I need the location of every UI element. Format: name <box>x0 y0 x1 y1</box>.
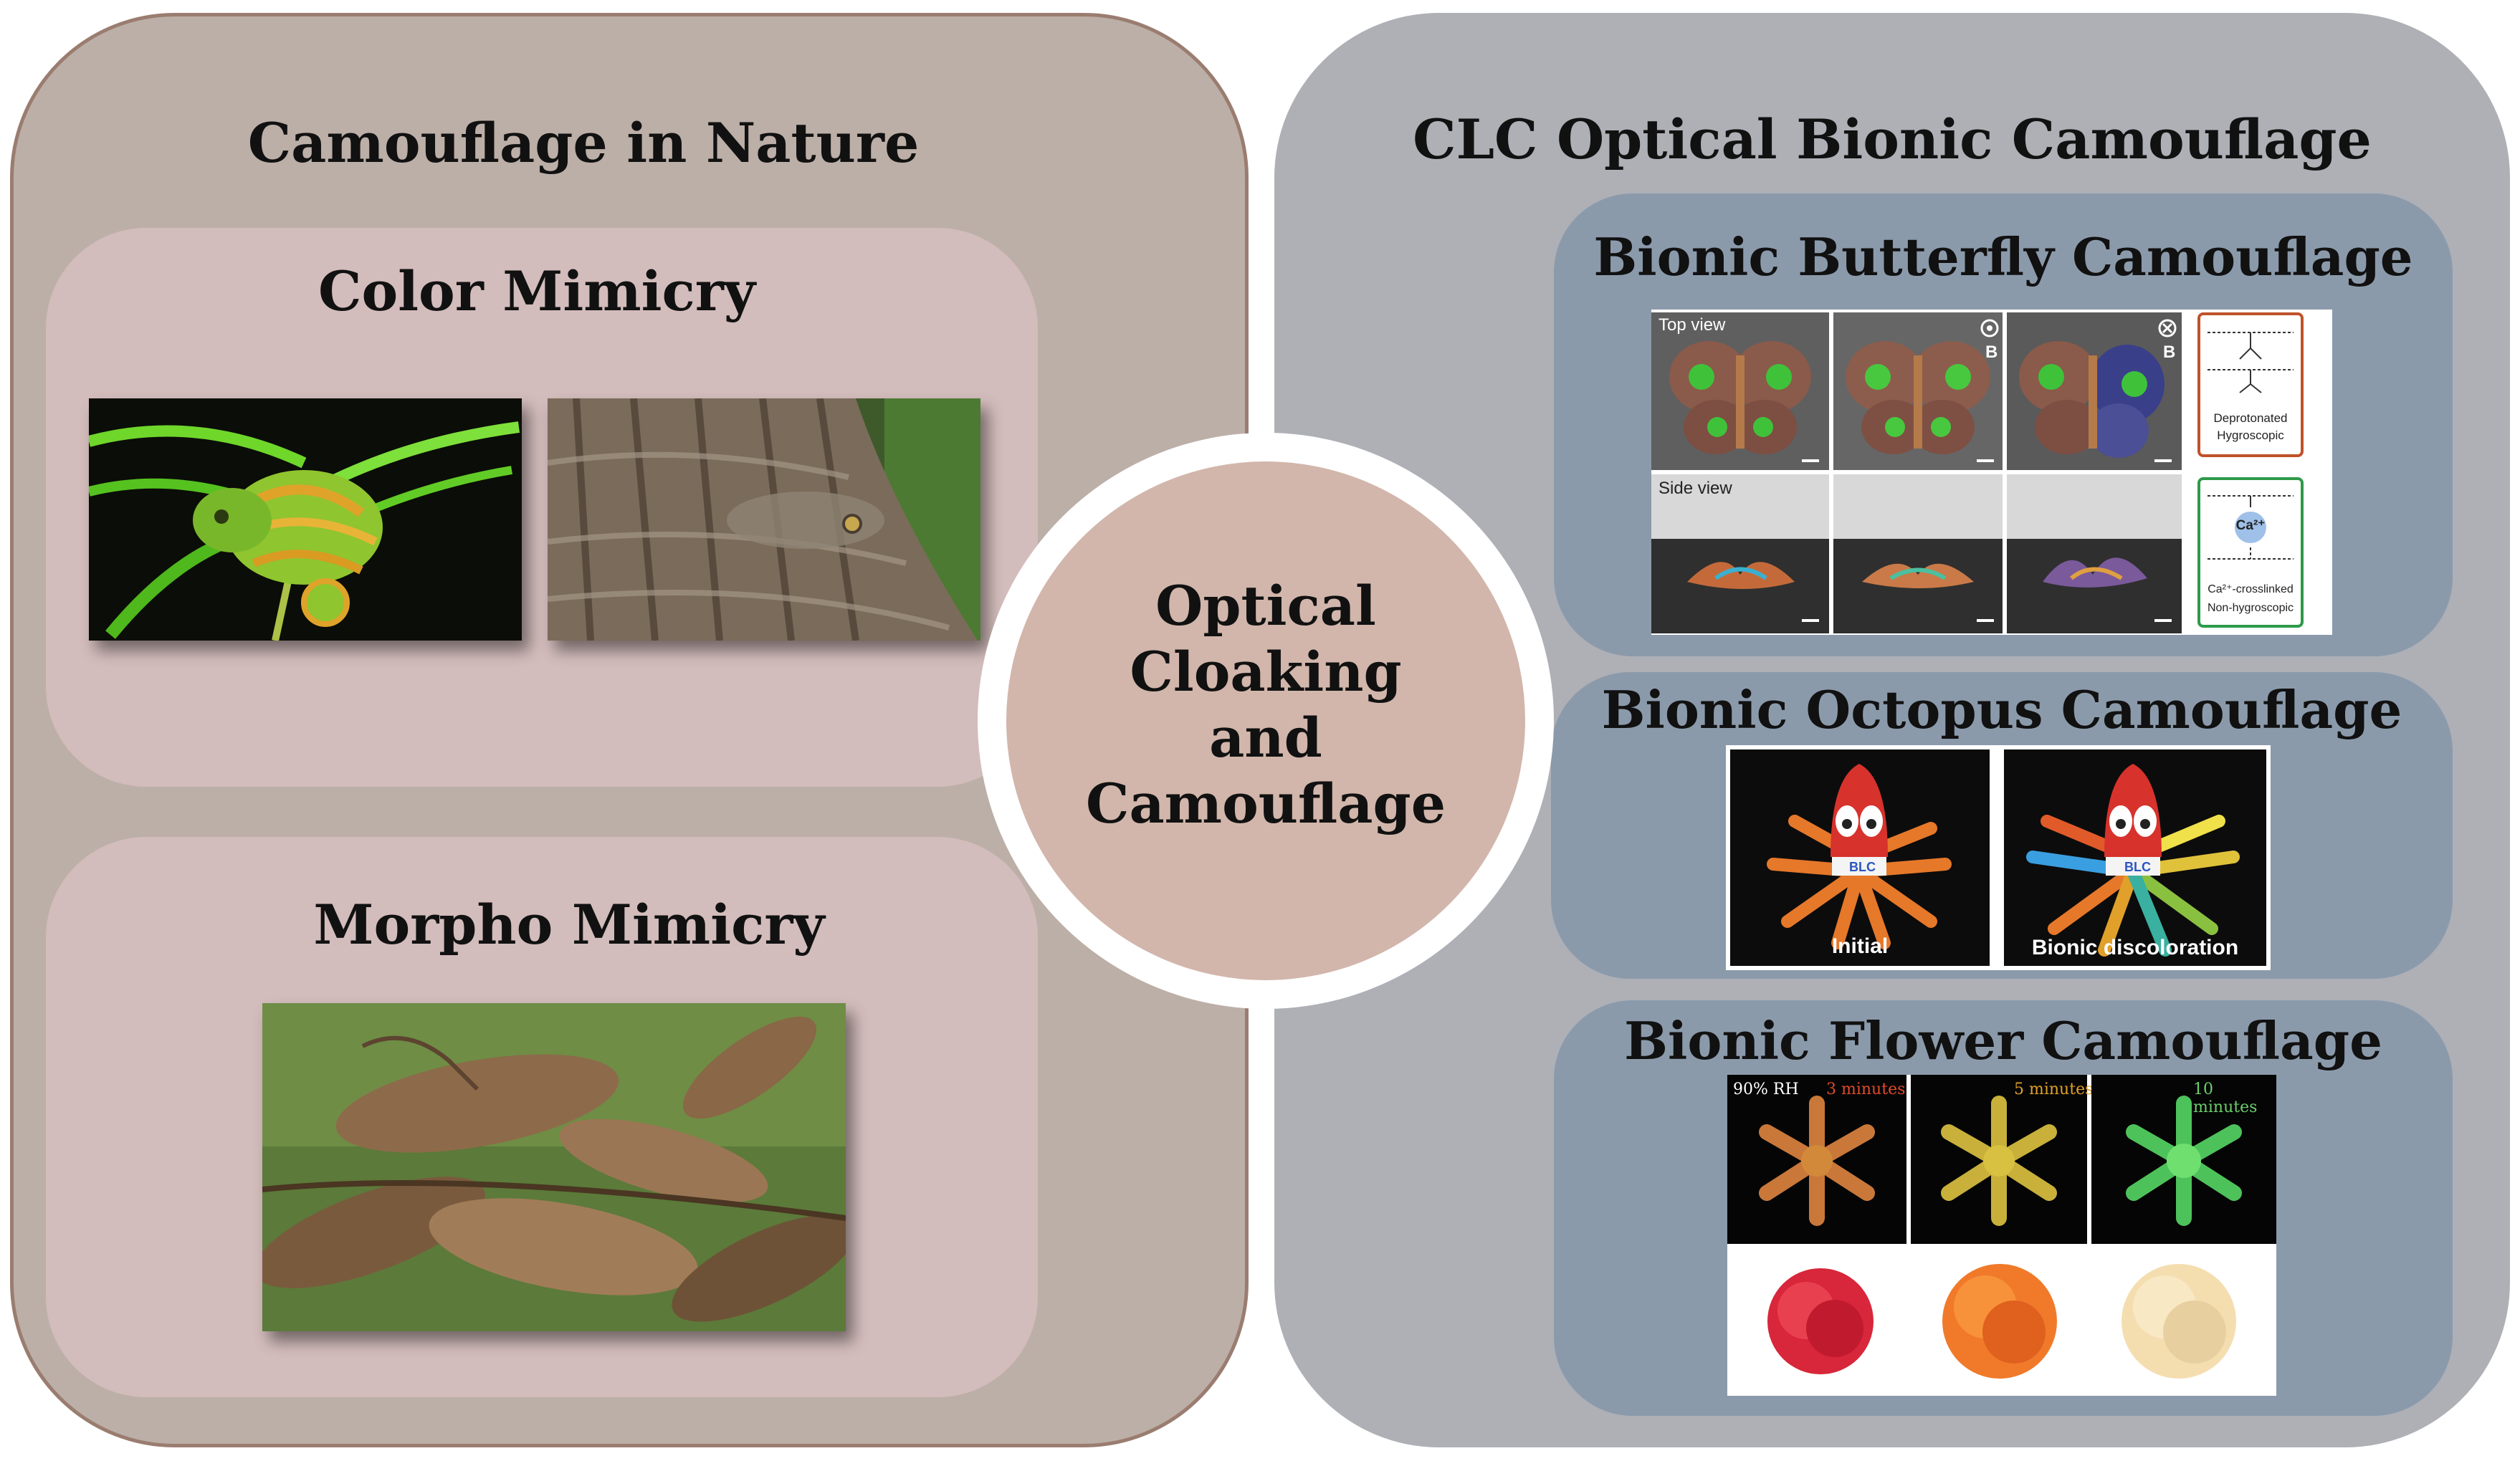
octopus-tag-2: BLC <box>2124 860 2151 874</box>
color-mimicry-title: Color Mimicry <box>318 259 755 323</box>
crosslinked-label: Ca²⁺-crosslinked <box>2208 583 2294 595</box>
flower-3min-photo <box>1727 1075 1906 1244</box>
side-view-label: Side view <box>1658 479 1732 498</box>
flower-10min-photo <box>2091 1075 2276 1244</box>
center-line-2: Cloaking <box>1130 640 1402 704</box>
octopus-title: Bionic Octopus Camouflage <box>1601 679 2402 740</box>
octopus-tag-1: BLC <box>1849 860 1876 874</box>
octopus-initial-label: Initial <box>1831 934 1889 958</box>
butterfly-top-1 <box>1651 312 1829 470</box>
butterfly-top-2 <box>1833 312 2003 470</box>
octopus-figure: BLC Initial BLC Bionic discoloration <box>1726 745 2271 970</box>
marker-b-2: B <box>2163 343 2176 362</box>
deprotonated-label: Deprotonated <box>2213 411 2288 425</box>
chameleon-photo <box>89 398 522 641</box>
crosslinked-box: Ca²⁺ Ca²⁺-crosslinked Non-hygroscopic <box>2197 477 2304 628</box>
clc-panel-title: CLC Optical Bionic Camouflage <box>1413 107 2372 171</box>
octopus-discoloration-label: Bionic discoloration <box>2031 936 2239 959</box>
octopus-initial-photo <box>1730 749 1990 966</box>
deprotonated-box: Deprotonated Hygroscopic <box>2197 312 2304 457</box>
center-line-4: Camouflage <box>1085 772 1446 835</box>
time-10min-label: 10 minutes <box>2193 1081 2258 1116</box>
center-disc <box>1006 461 1525 980</box>
center-line-1: Optical <box>1155 574 1376 638</box>
center-label: Optical Cloaking and Camouflage <box>1006 573 1525 837</box>
butterfly-side-2 <box>1833 474 2003 633</box>
butterfly-figure: Top view B B <box>1651 310 2332 635</box>
time-3min-label: 3 minutes <box>1826 1081 1906 1098</box>
rh-label: 90% RH <box>1733 1081 1799 1098</box>
hygroscopic-label: Hygroscopic <box>2217 428 2284 442</box>
top-view-label: Top view <box>1658 315 1726 335</box>
butterfly-top-3 <box>2007 312 2182 470</box>
marker-b-1: B <box>1985 343 1998 362</box>
butterfly-title: Bionic Butterfly Camouflage <box>1593 226 2413 287</box>
gecko-on-bark-photo <box>548 398 980 641</box>
flower-5min-photo <box>1911 1075 2087 1244</box>
ca-ion-label: Ca²⁺ <box>2235 518 2266 533</box>
morpho-mimicry-title: Morpho Mimicry <box>313 893 825 957</box>
time-5min-label: 5 minutes <box>2014 1081 2094 1098</box>
flower-figure: 90% RH 3 minutes 5 minutes 10 minutes <box>1727 1075 2276 1396</box>
flower-title: Bionic Flower Camouflage <box>1624 1010 2382 1071</box>
non-hygroscopic-label: Non-hygroscopic <box>2207 602 2294 614</box>
leaf-tailed-gecko-photo <box>262 1003 846 1331</box>
butterfly-side-3 <box>2007 474 2182 633</box>
butterfly-side-1 <box>1651 474 1829 633</box>
nature-panel-title: Camouflage in Nature <box>247 111 920 175</box>
center-line-3: and <box>1209 706 1322 770</box>
real-flowers-photo <box>1727 1250 2276 1396</box>
octopus-discolored-photo <box>2004 749 2266 966</box>
